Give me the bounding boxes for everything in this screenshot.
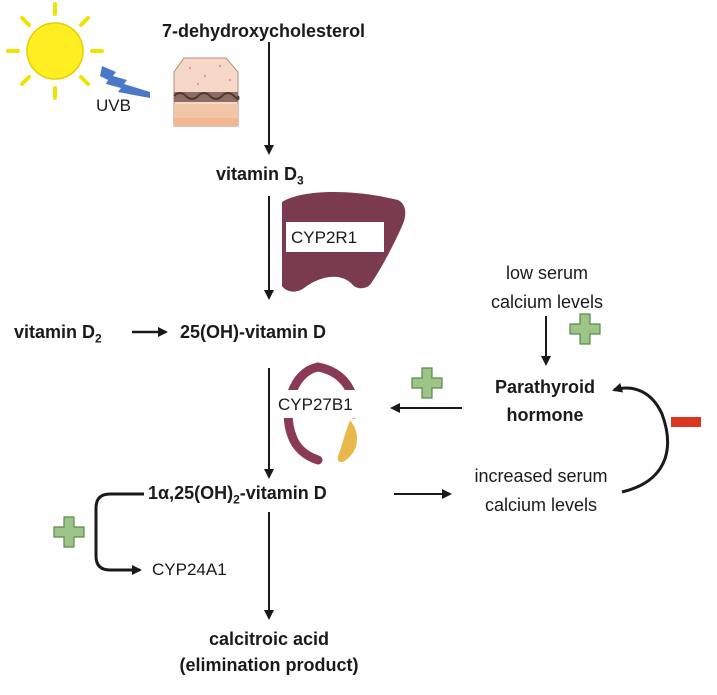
calcitriol-text-pre: 1α,25(OH) [148,483,234,503]
pth-line2: hormone [506,405,584,425]
vitamin-d2-text: vitamin D [14,322,96,342]
vitamin-d3-subscript: 3 [297,173,304,188]
node-low-serum-calcium: low serum calcium levels [462,262,632,313]
minus-icon-feedback-inhibition [671,417,701,427]
calcitroic-line2: (elimination product) [179,655,359,675]
arrow-incca-to-pth-feedback [612,382,670,494]
vitamin-d3-text: vitamin D [216,164,298,184]
node-25oh-vitamin-d: 25(OH)-vitamin D [180,322,327,342]
node-vitamin-d2: vitamin D2 [14,321,102,346]
node-increased-serum-calcium: increased serum calcium levels [456,465,626,516]
node-parathyroid-hormone: Parathyroid hormone [470,376,620,426]
node-vitamin-d3: vitamin D3 [216,163,304,188]
inc-ca-line2: calcium levels [484,495,598,515]
cyp27b1-box [272,390,370,418]
node-calcitroic-acid: calcitroic acid (elimination product) [168,628,370,676]
uvb-label: UVB [96,96,131,115]
vitamin-d2-subscript: 2 [95,331,102,346]
node-7-dehydroxycholesterol: 7-dehydroxycholesterol [162,21,366,41]
enzyme-cyp2r1: CYP2R1 [291,228,358,247]
uvb-ray-icon [100,66,150,98]
sun-icon [6,2,104,100]
pth-line1: Parathyroid [494,377,596,397]
plus-icon-pth-stimulation [569,313,601,345]
calcitroic-line1: calcitroic acid [208,629,330,649]
node-calcitriol: 1α,25(OH)2-vitamin D [148,482,327,507]
low-ca-line2: calcium levels [490,292,604,312]
skin-icon [173,57,240,127]
plus-icon-cyp24a1-stimulation [53,516,85,548]
calcitriol-text-post: -vitamin D [239,483,327,503]
enzyme-cyp24a1: CYP24A1 [152,560,227,579]
enzyme-cyp27b1: CYP27B1 [278,395,353,414]
cyp2r1-box [286,222,384,252]
arrow-calcitriol-to-cyp24a1 [94,492,144,575]
low-ca-line1: low serum [505,263,589,283]
calcitriol-subscript: 2 [233,492,240,507]
plus-icon-cyp27b1-stimulation [411,367,443,399]
inc-ca-line1: increased serum [474,466,608,486]
